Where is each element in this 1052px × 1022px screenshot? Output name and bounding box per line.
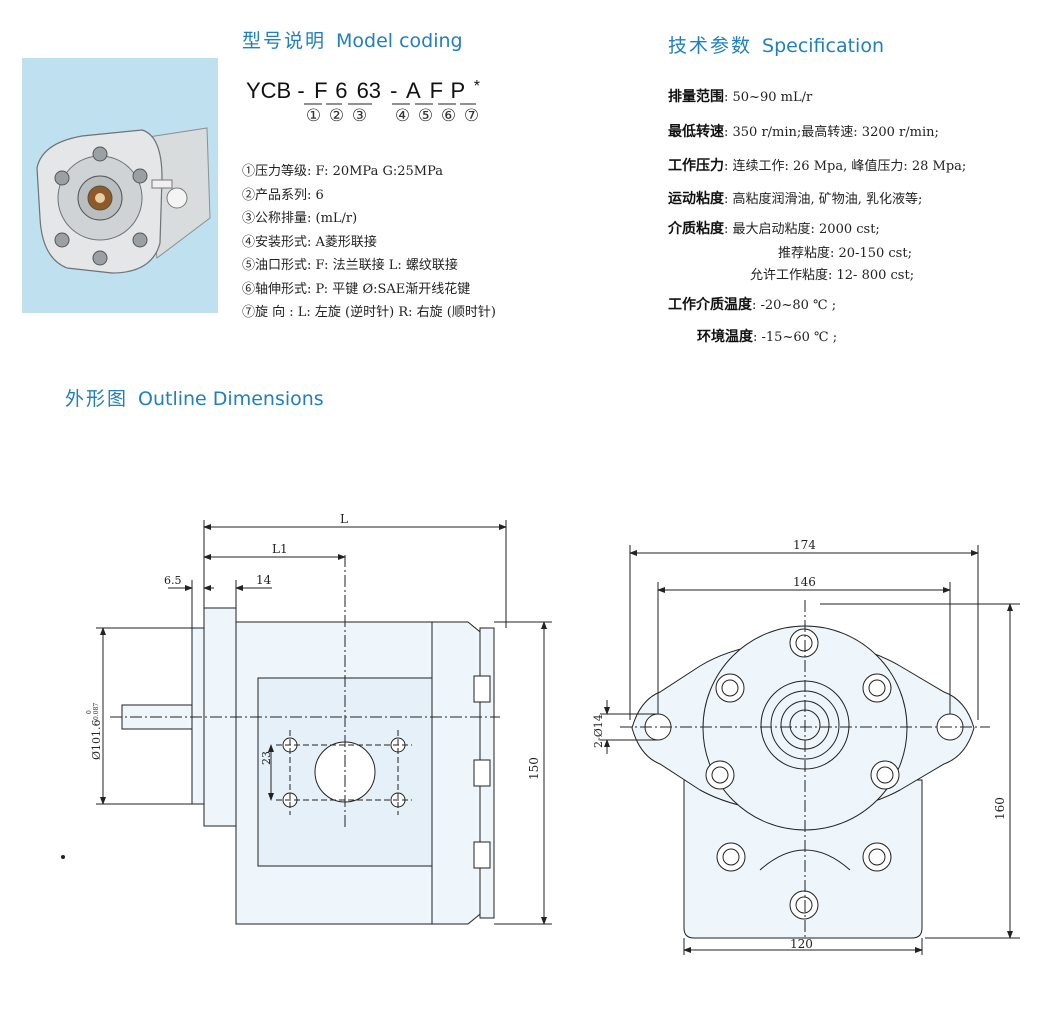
spec-row-medium-temperature: 工作介质温度: -20~80 ℃ ; [668,294,836,314]
spec-row-medium-viscosity: 介质粘度: 最大启动粘度: 2000 cst; [668,218,880,238]
coding-item-displacement: ③公称排量: (mL/r) [242,211,358,226]
coding-item-series: ②产品系列: 6 [242,187,324,203]
spec-value: : 高粘度润滑油, 矿物油, 乳化液等; [724,192,923,207]
code-number-6: ⑥ [440,106,457,126]
outline-title-en: Outline Dimensions [138,388,324,410]
code-part-rotation: * [473,78,480,95]
model-coding-list: ①压力等级: F: 20MPa G:25MPa ②产品系列: 6 ③公称排量: … [242,160,496,325]
code-number-3: ③ [351,106,368,126]
model-coding-title: 型号说明 Model coding [242,26,463,53]
spec-row-allowed-viscosity: 允许工作粘度: 12- 800 cst; [750,264,914,283]
spec-label: 运动粘度 [668,191,724,207]
spec-label: 工作介质温度 [668,297,752,313]
coding-item-pressure: ①压力等级: F: 20MPa G:25MPa [242,164,444,179]
spec-label: 环境温度 [697,329,753,345]
spec-value: : 最大启动粘度: 2000 cst; [724,222,880,237]
dim-160-label: 160 [993,797,1007,820]
code-part-dash: - [390,78,398,103]
dim-146-label: 146 [793,575,816,589]
code-part-pressure: F [314,78,328,103]
code-number-2: ② [328,106,345,126]
spec-value: : -20~80 ℃ ; [752,298,837,313]
model-code-prefix: YCB - [246,78,305,103]
coding-item-mounting: ④安装形式: A菱形联接 [242,234,377,250]
dim-holes-label: 2-Ø14 [592,714,605,748]
side-view-drawing: L L1 6.5 14 Ø101.6 0 -0.087 23 150 [61,512,552,925]
spec-value: 推荐粘度: 20-150 cst; [778,246,912,261]
spec-label: 工作压力 [668,158,724,174]
stray-dot [61,855,65,859]
spec-row-displacement: 排量范围: 50~90 mL/r [668,86,812,106]
dim-120-label: 120 [790,937,813,951]
dim-6-5-label: 6.5 [164,574,182,587]
code-number-5: ⑤ [417,106,434,126]
code-overlines [304,103,476,105]
spec-value: : -15~60 ℃ ; [753,330,838,345]
spec-label: 介质粘度 [668,221,724,237]
dim-150-label: 150 [527,757,541,780]
coding-item-rotation: ⑦旋 向 : L: 左旋 (逆时针) R: 右旋 (顺时针) [242,305,496,320]
pump-photo [22,58,218,313]
specification-title-en: Specification [762,35,885,57]
specification-title-cn: 技术参数 [668,35,753,57]
outline-title: 外形图 Outline Dimensions [65,384,324,411]
code-number-1: ① [305,106,322,126]
spec-value: : 350 r/min;最高转速: 3200 r/min; [724,125,939,140]
dim-174-label: 174 [793,538,816,552]
specification-title: 技术参数 Specification [668,31,884,58]
coding-item-port: ⑤油口形式: F: 法兰联接 L: 螺纹联接 [242,258,458,273]
dim-L-label: L [340,512,348,526]
pump-photo-illustration [22,58,218,313]
spec-value: 允许工作粘度: 12- 800 cst; [750,268,915,283]
code-part-shaft: P [450,78,466,103]
coding-item-shaft: ⑥轴伸形式: P: 平键 Ø:SAE渐开线花键 [242,281,471,297]
code-part-series: 6 [335,78,348,103]
spec-value: : 50~90 mL/r [724,90,813,105]
spec-label: 排量范围 [668,89,724,105]
spec-value: : 连续工作: 26 Mpa, 峰值压力: 28 Mpa; [724,159,967,174]
dim-diameter-label: Ø101.6 [90,719,103,760]
outline-title-cn: 外形图 [65,388,129,410]
front-view-drawing: 174 146 2-Ø14 160 120 [592,538,1020,955]
code-number-4: ④ [394,106,411,126]
code-part-displacement: 63 [356,78,382,103]
dim-tolerance-lower: -0.087 [93,703,100,722]
code-number-7: ⑦ [463,106,480,126]
spec-row-pressure: 工作压力: 连续工作: 26 Mpa, 峰值压力: 28 Mpa; [668,155,966,175]
code-part-mount: A [405,78,421,103]
dim-23-label: 23 [260,751,273,765]
spec-row-ambient-temperature: 环境温度: -15~60 ℃ ; [697,326,837,346]
code-part-port: F [429,78,444,103]
dim-L1-label: L1 [272,542,288,556]
dim-14-label: 14 [256,573,272,587]
spec-row-recommended-viscosity: 推荐粘度: 20-150 cst; [778,242,912,261]
dim-tolerance-upper: 0 [86,710,93,714]
spec-label: 最低转速 [668,124,724,140]
spec-row-kinematic-viscosity: 运动粘度: 高粘度润滑油, 矿物油, 乳化液等; [668,188,922,208]
spec-row-speed: 最低转速: 350 r/min;最高转速: 3200 r/min; [668,121,939,141]
model-coding-title-en: Model coding [336,30,463,52]
model-coding-title-cn: 型号说明 [242,30,327,52]
